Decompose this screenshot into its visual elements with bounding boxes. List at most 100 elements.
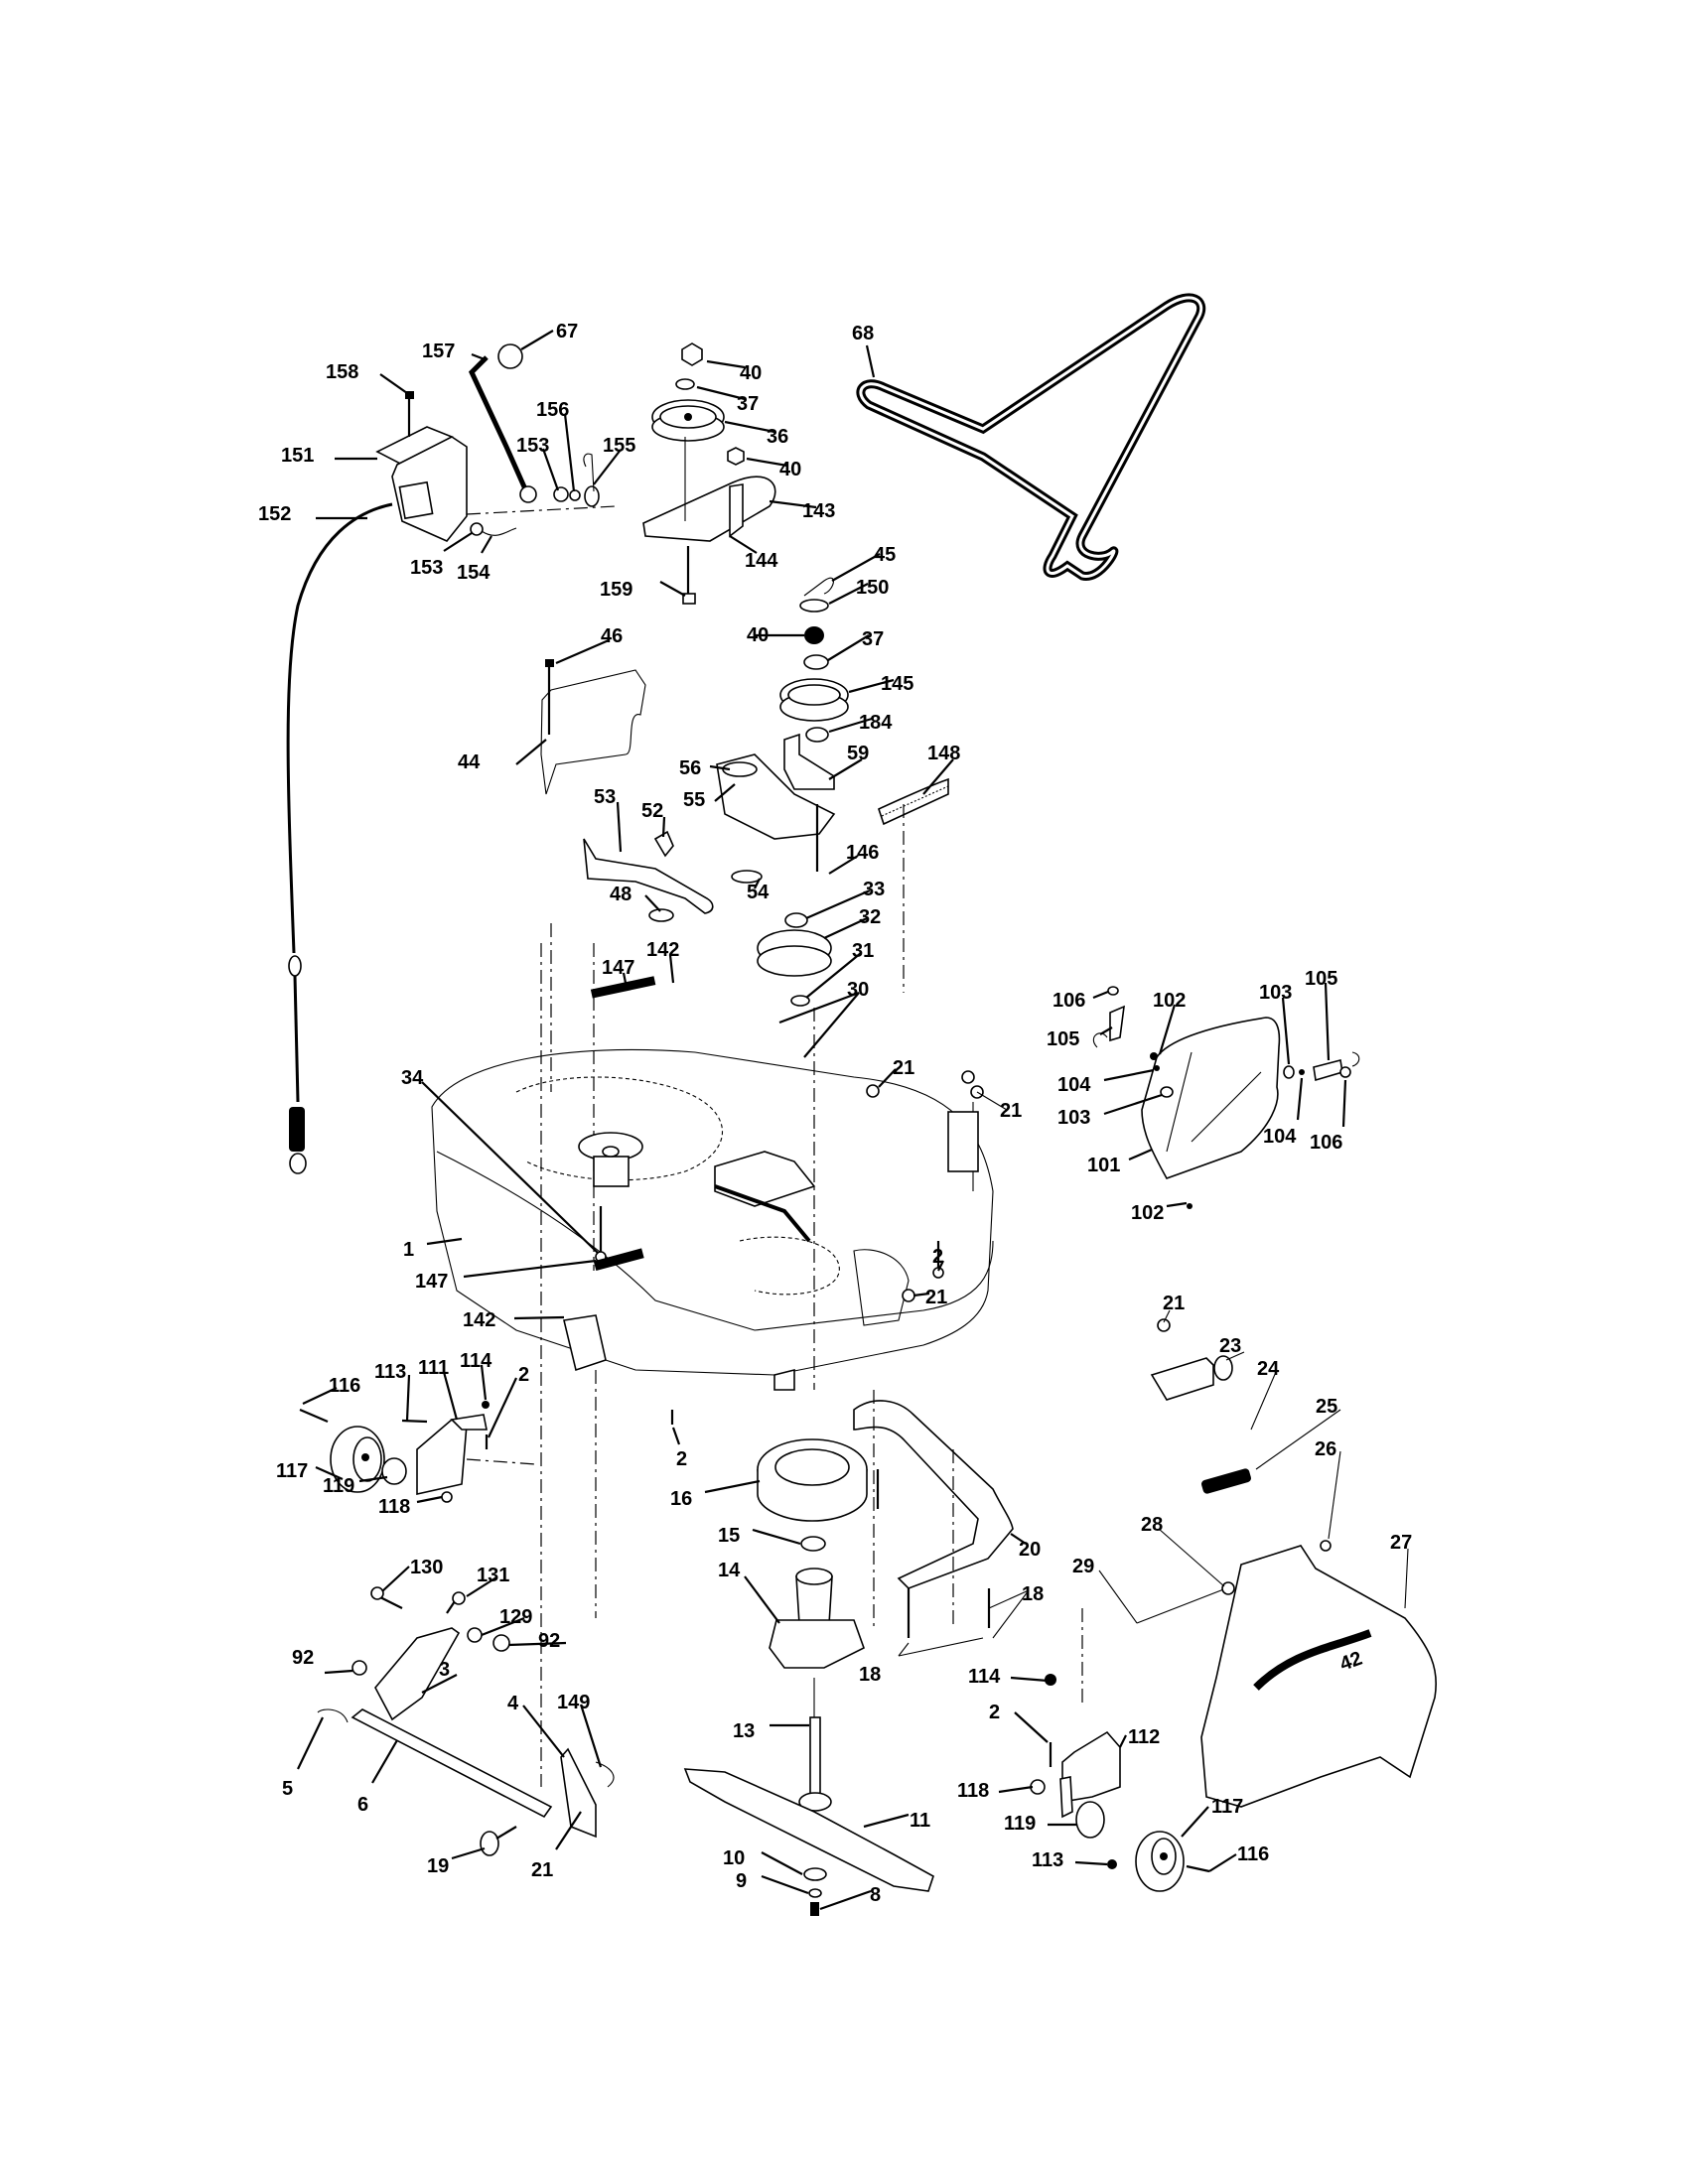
callout-2: 2 — [989, 1702, 1000, 1723]
callout-105: 105 — [1305, 968, 1337, 990]
callout-21: 21 — [925, 1287, 947, 1308]
callout-184: 184 — [859, 712, 893, 734]
callout-36: 36 — [767, 426, 788, 448]
callout-30: 30 — [847, 979, 869, 1001]
callout-56: 56 — [679, 757, 701, 779]
callout-67: 67 — [556, 321, 578, 342]
callout-154: 154 — [457, 562, 491, 584]
callout-106: 106 — [1310, 1132, 1342, 1154]
callout-25: 25 — [1316, 1396, 1337, 1418]
callout-149: 149 — [557, 1692, 590, 1713]
callout-18: 18 — [1022, 1583, 1044, 1605]
springs-upper — [550, 804, 905, 1390]
callout-19: 19 — [427, 1855, 449, 1877]
callout-147: 147 — [415, 1271, 448, 1293]
callout-102: 102 — [1153, 990, 1186, 1012]
callout-145: 145 — [881, 673, 913, 695]
callout-20: 20 — [1019, 1539, 1041, 1561]
callout-156: 156 — [536, 399, 569, 421]
callout-142: 142 — [646, 939, 679, 961]
leader-lines — [297, 330, 1409, 1911]
callout-44: 44 — [458, 751, 481, 773]
callout-31: 31 — [852, 940, 874, 962]
callout-18: 18 — [859, 1664, 881, 1686]
callout-103: 103 — [1259, 982, 1292, 1004]
callout-28: 28 — [1141, 1514, 1163, 1536]
callout-106: 106 — [1052, 990, 1085, 1012]
callout-2: 2 — [518, 1364, 529, 1386]
discharge-chute — [1092, 986, 1360, 1209]
callout-129: 129 — [499, 1606, 532, 1628]
callout-113: 113 — [374, 1361, 406, 1383]
callout-157: 157 — [422, 341, 455, 362]
callout-130: 130 — [410, 1557, 443, 1578]
callout-113: 113 — [1032, 1849, 1063, 1871]
callout-5: 5 — [282, 1778, 293, 1800]
callout-114: 114 — [460, 1350, 492, 1372]
callout-92: 92 — [538, 1630, 560, 1652]
callout-34: 34 — [401, 1067, 424, 1089]
callout-29: 29 — [1072, 1556, 1094, 1577]
callout-6: 6 — [357, 1794, 368, 1816]
callout-119: 119 — [323, 1475, 354, 1497]
callout-45: 45 — [874, 544, 896, 566]
callout-112: 112 — [1128, 1726, 1160, 1748]
callout-116: 116 — [329, 1375, 360, 1397]
spindle-assembly — [670, 1410, 934, 1916]
callout-146: 146 — [846, 842, 879, 864]
callout-11: 11 — [910, 1810, 930, 1832]
callout-26: 26 — [1315, 1438, 1336, 1460]
callout-116: 116 — [1237, 1843, 1269, 1865]
callout-131: 131 — [477, 1565, 509, 1586]
callout-54: 54 — [747, 882, 770, 903]
callout-92: 92 — [292, 1647, 314, 1669]
callout-144: 144 — [745, 550, 778, 572]
idler-assembly-lower — [716, 577, 949, 1007]
callout-15: 15 — [718, 1525, 740, 1547]
callout-142: 142 — [463, 1309, 495, 1331]
link-assembly — [583, 830, 714, 922]
callout-10: 10 — [723, 1847, 745, 1869]
callout-23: 23 — [1219, 1335, 1241, 1357]
callout-159: 159 — [600, 579, 632, 601]
deflector-assembly: 42 — [1136, 1318, 1437, 1808]
callout-151: 151 — [281, 445, 314, 467]
callout-40: 40 — [779, 459, 801, 480]
callout-33: 33 — [863, 879, 885, 900]
control-cable-drawing — [286, 502, 393, 1174]
callout-105: 105 — [1047, 1028, 1079, 1050]
callout-46: 46 — [601, 625, 623, 647]
lift-control-assembly — [375, 343, 617, 542]
callout-155: 155 — [603, 435, 635, 457]
callout-158: 158 — [326, 361, 358, 383]
callout-153: 153 — [516, 435, 549, 457]
callout-24: 24 — [1257, 1358, 1280, 1380]
callout-52: 52 — [641, 800, 663, 822]
callout-3: 3 — [439, 1659, 450, 1681]
callout-2: 2 — [676, 1448, 687, 1470]
callout-111: 111 — [418, 1357, 449, 1379]
callout-32: 32 — [859, 906, 881, 928]
v-belt-drawing — [856, 293, 1206, 581]
callout-147: 147 — [602, 957, 634, 979]
callout-150: 150 — [856, 577, 889, 599]
callout-118: 118 — [378, 1496, 410, 1518]
callout-4: 4 — [507, 1693, 519, 1714]
callout-2: 2 — [932, 1246, 943, 1268]
callout-1: 1 — [403, 1239, 414, 1261]
callout-21: 21 — [1000, 1100, 1022, 1122]
callout-21: 21 — [893, 1057, 914, 1079]
callout-8: 8 — [870, 1884, 881, 1906]
callout-117: 117 — [276, 1460, 308, 1482]
callout-14: 14 — [718, 1560, 741, 1581]
right-gauge-wheel — [1030, 1674, 1210, 1892]
callout-40: 40 — [740, 362, 762, 384]
callout-101: 101 — [1087, 1155, 1120, 1176]
callout-103: 103 — [1057, 1107, 1090, 1129]
left-gauge-wheel — [299, 1401, 490, 1503]
callout-53: 53 — [594, 786, 616, 808]
callout-68: 68 — [852, 323, 874, 344]
callout-13: 13 — [733, 1720, 755, 1742]
callout-119: 119 — [1004, 1813, 1036, 1835]
